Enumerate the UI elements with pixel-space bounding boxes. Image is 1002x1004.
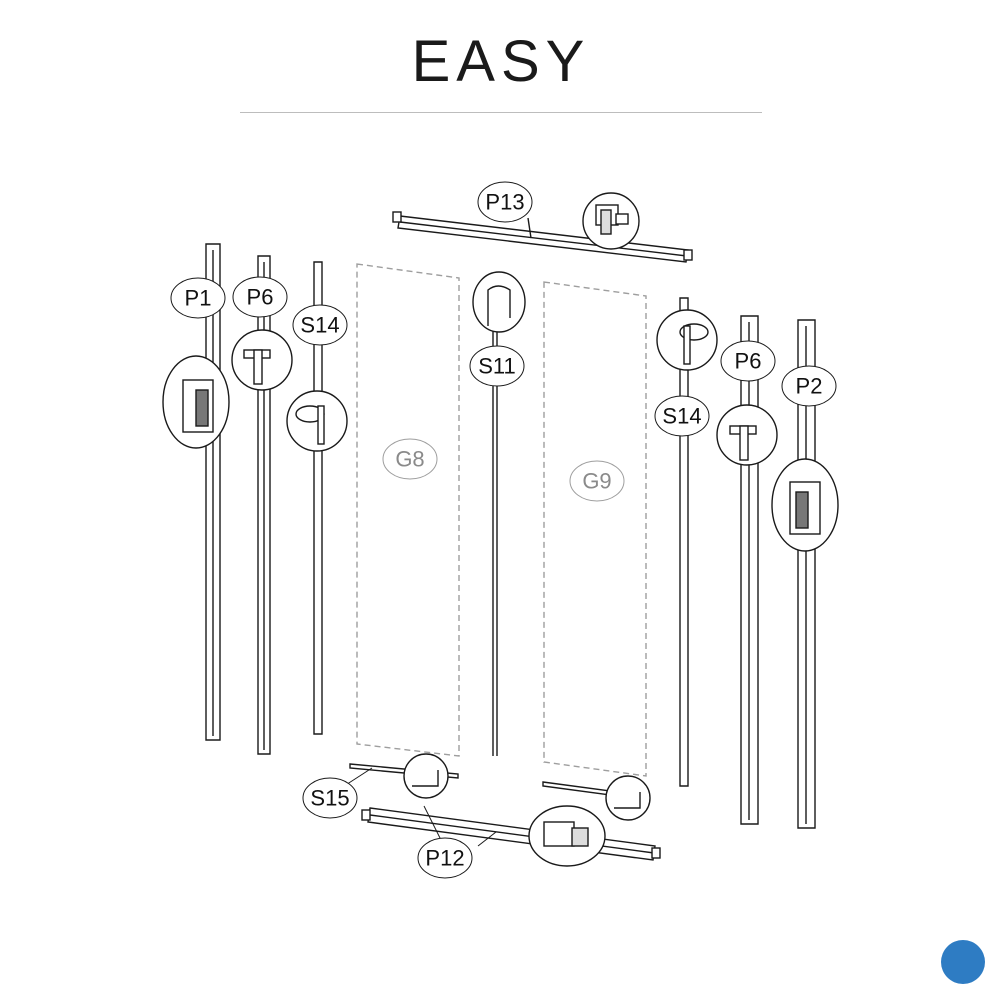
- label-g9: G9: [582, 469, 611, 494]
- label-bubble-s15: [302, 777, 358, 819]
- label-p1: P1: [185, 286, 212, 311]
- label-bubble-s14-left: [292, 304, 348, 346]
- detail-bubble-p13: [582, 192, 640, 250]
- glass-panel-g8: [356, 263, 460, 757]
- label-s11: S11: [478, 354, 516, 379]
- label-bubble-s11: [469, 345, 525, 387]
- label-s14-right: S14: [662, 404, 701, 429]
- page-title: EASY: [411, 29, 591, 94]
- title-divider: [240, 112, 762, 113]
- label-g8: G8: [395, 447, 424, 472]
- profile-p2: [797, 319, 816, 829]
- label-bubble-s14-right: [654, 395, 710, 437]
- profile-p1: [205, 243, 221, 741]
- detail-bubble-s14-left: [286, 390, 348, 452]
- label-p6-right: P6: [735, 349, 762, 374]
- label-bubble-p6-right: [720, 340, 776, 382]
- label-p13: P13: [485, 190, 524, 215]
- detail-bubble-s15-right: [605, 775, 651, 821]
- label-bubble-p6-left: [232, 276, 288, 318]
- detail-bubble-p6-left: [231, 329, 293, 391]
- profile-p6-right: [740, 315, 759, 825]
- label-p6-left: P6: [247, 285, 274, 310]
- glass-panel-g9: [543, 281, 647, 777]
- detail-bubble-p12: [528, 805, 606, 867]
- detail-bubble-p6-right: [716, 404, 778, 466]
- label-p12: P12: [425, 846, 464, 871]
- seal-s14-right: [679, 297, 689, 787]
- label-bubble-g9: [569, 460, 625, 502]
- detail-bubble-s14-right: [656, 309, 718, 371]
- label-bubble-p12: [417, 837, 473, 879]
- label-s14-left: S14: [300, 313, 339, 338]
- label-bubble-p13: [477, 181, 533, 223]
- top-rail-p13: [392, 211, 693, 263]
- brand-logo: [941, 940, 985, 984]
- detail-bubble-p1: [162, 355, 230, 449]
- label-s15: S15: [310, 786, 349, 811]
- detail-bubble-p2: [771, 458, 839, 552]
- label-bubble-g8: [382, 438, 438, 480]
- detail-bubble-s15-left: [403, 753, 449, 799]
- detail-bubble-s11: [472, 271, 526, 333]
- label-bubble-p1: [170, 277, 226, 319]
- seal-s11: [492, 330, 498, 756]
- label-bubble-p2: [781, 365, 837, 407]
- label-p2: P2: [796, 374, 823, 399]
- seal-s14-left: [313, 261, 323, 735]
